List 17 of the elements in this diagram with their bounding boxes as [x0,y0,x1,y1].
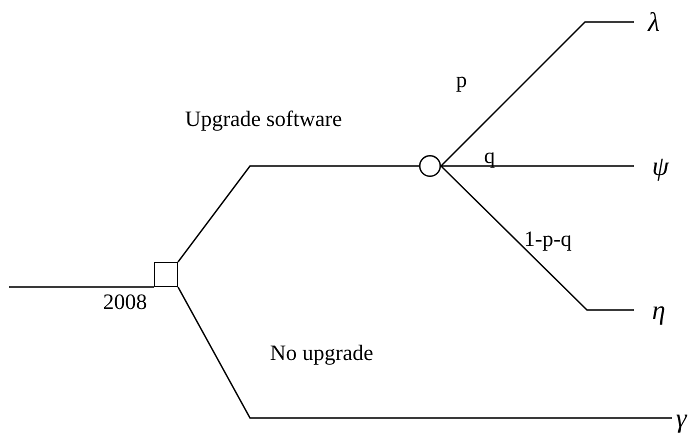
branch-line [440,165,634,311]
edge-label: p [456,67,467,92]
decision-node [154,262,178,287]
outcome-symbol: λ [634,5,690,39]
year-label: 2008 [103,289,147,314]
branch-line [177,286,672,419]
edge-label: 1-p-q [524,226,572,252]
outcome-symbol: ψ [634,149,690,183]
outcome-symbol: γ [672,405,696,431]
branch-line [9,286,154,288]
edge-label: No upgrade [270,340,374,366]
outcome-symbol: η [634,293,690,327]
edge-label: q [484,143,495,168]
branch-line [440,21,634,167]
branch-line [441,165,634,167]
branch-line [177,165,419,262]
edge-label: Upgrade software [185,106,342,132]
